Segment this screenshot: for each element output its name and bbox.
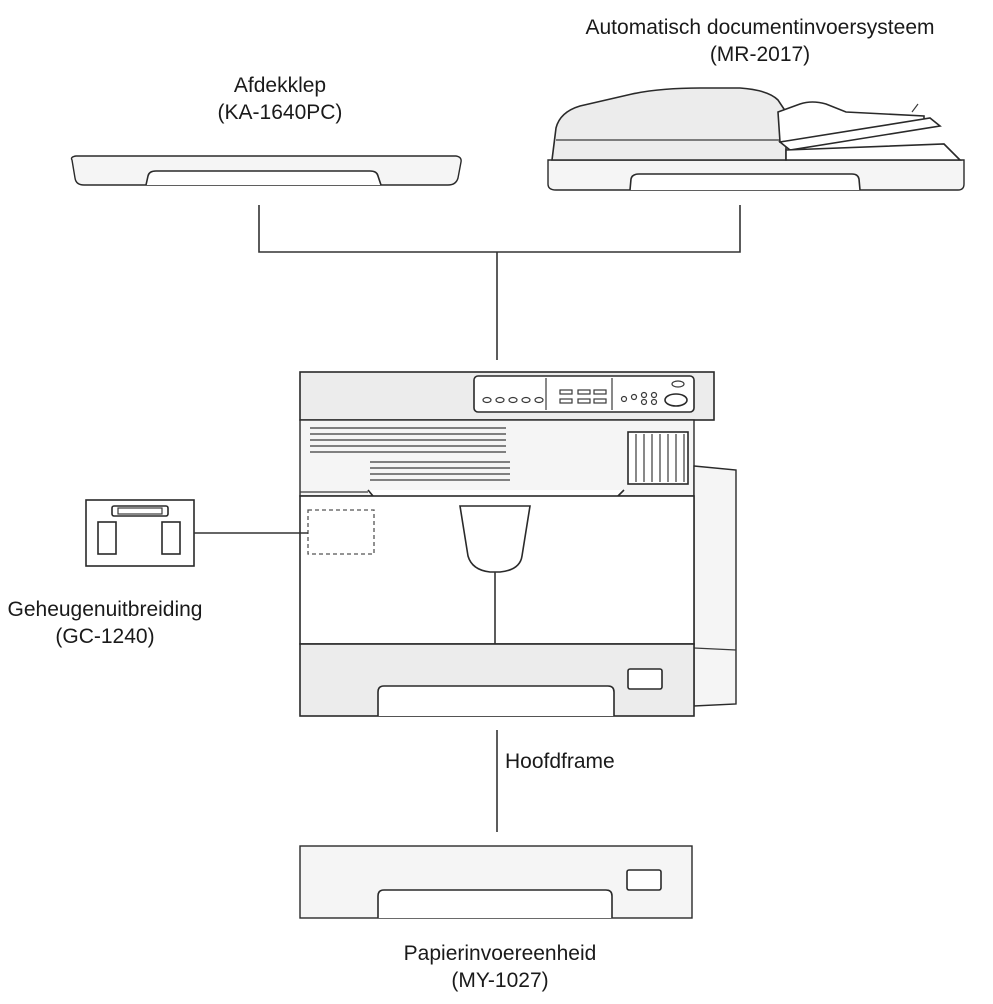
adf-label: Automatisch documentinvoersysteem (MR-20… <box>520 14 993 68</box>
paper-feed-illustration <box>299 845 693 919</box>
memory-label: Geheugenuitbreiding (GC-1240) <box>0 596 210 650</box>
top-connector <box>258 205 741 360</box>
main-frame-label: Hoofdframe <box>505 748 665 775</box>
adf-model: (MR-2017) <box>709 43 811 66</box>
paper-feed-model: (MY-1027) <box>451 969 549 992</box>
memory-model: (GC-1240) <box>55 625 155 648</box>
cover-illustration <box>70 155 462 186</box>
paper-feed-label: Papierinvoereenheid (MY-1027) <box>340 940 660 994</box>
main-frame-illustration <box>299 371 737 717</box>
paper-feed-name: Papierinvoereenheid <box>403 942 597 965</box>
adf-name: Automatisch documentinvoersysteem <box>585 16 935 39</box>
memory-name: Geheugenuitbreiding <box>7 598 203 621</box>
main-frame-name: Hoofdframe <box>505 750 615 773</box>
cover-model: (KA-1640PC) <box>217 101 343 124</box>
cover-label: Afdekklep (KA-1640PC) <box>160 72 400 126</box>
adf-illustration <box>547 87 965 191</box>
memory-illustration <box>85 499 308 567</box>
cover-name: Afdekklep <box>233 74 327 97</box>
